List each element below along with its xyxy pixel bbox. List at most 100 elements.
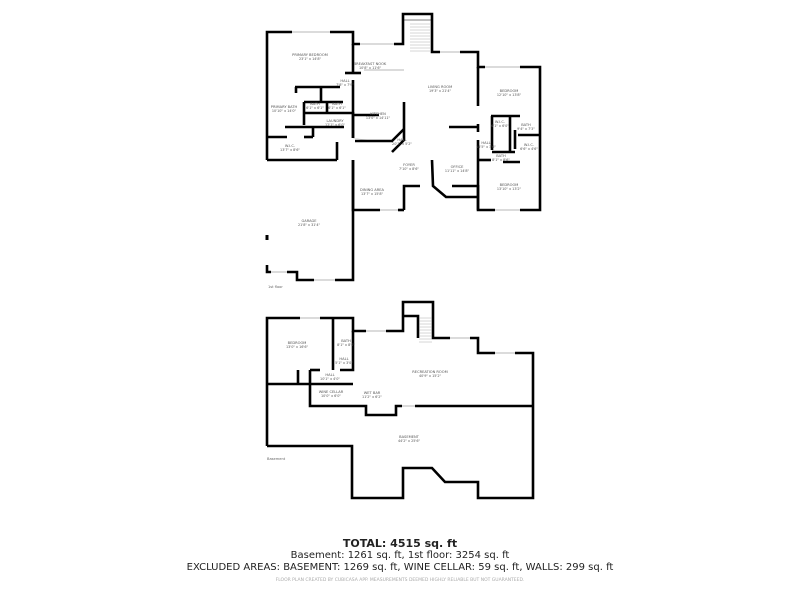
wall-garage — [287, 270, 314, 282]
room-dimensions: 9'4" x 7'3" — [517, 127, 535, 132]
room-label: Hall14'5" x 3'6" — [476, 141, 496, 150]
room-label: Hall5'1" x 3'0" — [335, 357, 353, 366]
room-label: Dining Area13'7" x 15'8" — [360, 188, 384, 197]
wall-outline — [470, 336, 495, 355]
room-dimensions: 7'8" x 7'9" — [336, 83, 354, 88]
room-label: Bath8'1" x 8'0" — [337, 339, 355, 348]
wall-outline — [460, 50, 485, 69]
room-name: W.I.C. — [523, 143, 535, 148]
room-dimensions: 6'1" x 6'1" — [306, 106, 324, 111]
room-dimensions: 21'8" x 31'4" — [297, 223, 321, 228]
wall-outline — [320, 316, 366, 333]
room-label: Bath6'1" x 6'1" — [328, 102, 346, 111]
wall-outline — [265, 316, 300, 446]
room-dimensions: 11'11" x 14'8" — [444, 169, 470, 174]
room-label: Laundry12'1" x 6'0" — [325, 119, 345, 128]
room-label: Bath8'1" x 8'6" — [492, 154, 510, 163]
room-dimensions: 6'1" x 6'1" — [328, 106, 346, 111]
wall — [374, 128, 405, 143]
room-name: Hall — [397, 138, 407, 143]
wall-outline — [476, 140, 495, 212]
room-name: Bedroom — [499, 89, 519, 94]
wall-garage — [335, 160, 355, 282]
room-label: Wine Cellar10'0" x 6'0" — [318, 390, 344, 399]
room-label: Hall10'1" x 4'0" — [320, 373, 340, 382]
wall — [353, 404, 402, 417]
room-label: Bath6'1" x 6'1" — [306, 102, 324, 111]
room-label: Kitchen13'0" x 14'11" — [365, 112, 391, 121]
room-label: Foyer7'10" x 8'6" — [399, 163, 419, 172]
room-dimensions: 13'7" x 15'8" — [360, 192, 384, 197]
room-name: Office — [450, 165, 464, 170]
room-name: Living Room — [427, 85, 453, 90]
room-label: Breakfast Nook10'8" x 11'6" — [353, 62, 387, 71]
wall-foyer — [402, 184, 420, 210]
room-dimensions: 20'3" x 5'2" — [392, 142, 412, 147]
wall — [430, 159, 478, 199]
disclaimer: FLOOR PLAN CREATED BY CUBICASA APP. MEAS… — [275, 578, 525, 583]
room-name: Breakfast Nook — [353, 62, 387, 67]
room-dimensions: 10'0" x 6'0" — [321, 394, 341, 399]
room-name: Dining Area — [360, 188, 384, 193]
room-dimensions: 5'1" x 3'0" — [335, 361, 353, 366]
room-name: Kitchen — [370, 112, 386, 117]
room-dimensions: 12'10" x 13'8" — [496, 93, 522, 98]
room-label: Primary Bath10'10" x 14'0" — [270, 105, 298, 114]
room-dimensions: 7'10" x 8'6" — [399, 167, 419, 172]
room-label: Recreation Room40'9" x 15'2" — [412, 370, 448, 379]
total-area: TOTAL: 4515 sq. ft — [342, 537, 458, 550]
floor-name-1st: 1st floor — [268, 285, 283, 289]
wall — [351, 160, 380, 212]
room-name: Wet Bar — [363, 391, 381, 396]
room-name: Foyer — [403, 163, 415, 168]
room-name: W.I.C. — [494, 120, 506, 125]
room-label: Garage21'8" x 31'4" — [297, 219, 321, 228]
room-dimensions: 13'0" x 14'11" — [365, 116, 391, 121]
room-label: W.I.C.6'6" x 4'6" — [520, 143, 538, 152]
room-label: Bath9'4" x 7'3" — [517, 123, 535, 132]
room-dimensions: 23'1" x 14'8" — [298, 57, 322, 62]
room-label: Basement44'2" x 25'6" — [397, 435, 421, 444]
room-name: Basement — [399, 435, 419, 440]
room-dimensions: 44'2" x 25'6" — [397, 439, 421, 444]
room-name: Bath — [496, 154, 506, 159]
room-name: Bath — [521, 123, 531, 128]
room-name: Laundry — [326, 119, 344, 124]
room-name: Hall — [325, 373, 335, 378]
room-dimensions: 40'9" x 15'2" — [418, 374, 442, 379]
room-label: Office11'11" x 14'8" — [444, 165, 470, 174]
wall-outline — [520, 65, 542, 212]
room-dimensions: 13'7" x 8'6" — [280, 148, 300, 153]
room-name: Primary Bath — [270, 105, 298, 110]
room-dimensions: 6'1" x 6'0" — [491, 124, 509, 129]
wall-kitchen — [391, 102, 406, 153]
wall-outline — [267, 351, 535, 500]
room-dimensions: 19'3" x 21'4" — [428, 89, 452, 94]
room-label: Hall7'8" x 7'9" — [336, 79, 354, 88]
room-label: Living Room19'3" x 21'4" — [427, 85, 453, 94]
room-label: Hall20'3" x 5'2" — [392, 138, 412, 147]
room-name: W.I.C. — [284, 144, 296, 149]
room-label: Wet Bar11'2" x 6'2" — [362, 391, 382, 400]
room-dimensions: 13'0" x 16'6" — [285, 345, 309, 350]
wall-outline — [330, 30, 360, 46]
room-name: Bath — [341, 339, 351, 344]
room-dimensions: 10'8" x 11'6" — [358, 66, 382, 71]
room-dimensions: 8'1" x 8'6" — [492, 158, 510, 163]
room-name: Hall — [481, 141, 491, 146]
room-dimensions: 14'5" x 3'6" — [476, 145, 496, 150]
room-name: Recreation Room — [412, 370, 448, 375]
room-dimensions: 10'1" x 4'0" — [320, 377, 340, 382]
room-dimensions: 6'6" x 4'6" — [520, 147, 538, 152]
room-dimensions: 11'2" x 6'2" — [362, 395, 382, 400]
room-name: Primary Bedroom — [292, 53, 328, 58]
excluded-areas: EXCLUDED AREAS: BASEMENT: 1269 sq. ft, W… — [186, 562, 614, 573]
room-name: Bedroom — [499, 183, 519, 188]
room-name: Wine Cellar — [318, 390, 344, 395]
room-name: Bath — [310, 102, 320, 107]
wall-outline — [394, 12, 440, 54]
floor-name-basement: Basement — [267, 457, 286, 461]
room-name: Hall — [340, 79, 350, 84]
wall-outline — [386, 300, 450, 340]
